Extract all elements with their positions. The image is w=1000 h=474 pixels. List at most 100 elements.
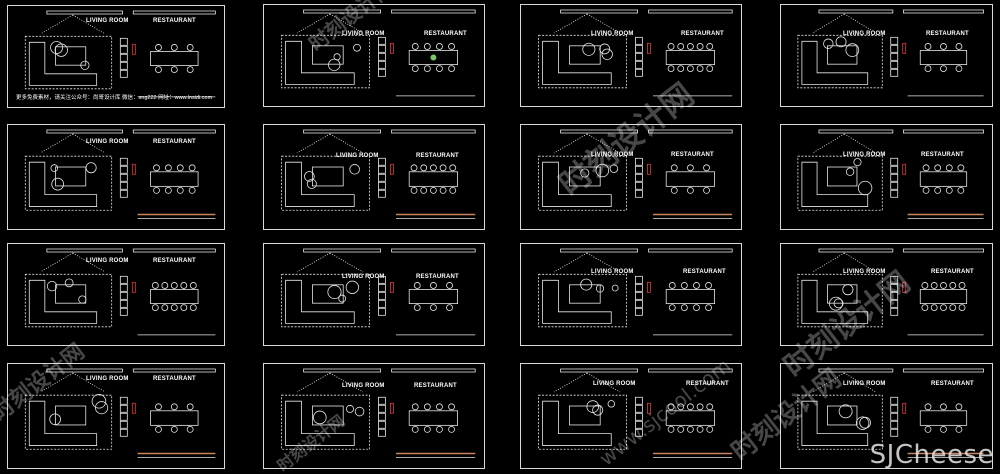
armchair — [327, 285, 342, 300]
cabinet-unit — [378, 396, 386, 405]
dining-chair — [706, 425, 714, 433]
coffee-table — [55, 405, 87, 426]
cabinet-unit — [378, 181, 386, 190]
armchair — [842, 284, 854, 296]
dining-chair — [429, 304, 437, 311]
armchair — [64, 278, 74, 288]
light-ray — [553, 133, 588, 154]
dining-chair — [705, 304, 712, 311]
light-ray — [553, 13, 588, 34]
light-ray — [72, 372, 106, 393]
dining-table — [665, 50, 715, 65]
cabinet-unit — [635, 189, 643, 198]
dining-chair — [693, 282, 700, 289]
dining-table — [919, 410, 968, 426]
armchair — [607, 400, 616, 408]
ceiling-track — [46, 248, 123, 253]
armchair — [338, 294, 347, 303]
cabinet-unit — [119, 404, 128, 413]
dining-chair — [161, 304, 169, 311]
floorplan-drawing — [538, 248, 733, 336]
armchair — [51, 177, 65, 191]
cabinet-unit — [890, 275, 899, 284]
ceiling-track — [560, 368, 638, 373]
dining-chair — [677, 425, 685, 433]
coffee-table — [312, 45, 344, 65]
dining-chair — [423, 425, 431, 433]
dining-chair — [940, 282, 947, 289]
light-ray — [72, 14, 106, 35]
dining-chair — [940, 43, 947, 50]
cabinet-unit — [119, 157, 128, 166]
accent-decor — [390, 402, 394, 414]
ceiling-track — [303, 248, 381, 253]
light-ray — [329, 133, 364, 154]
dining-chair — [667, 43, 675, 50]
dining-chair — [436, 403, 443, 411]
light-ray — [844, 372, 877, 393]
dining-chair — [677, 65, 685, 72]
dining-chair — [686, 425, 694, 433]
floorplan-drawing — [538, 9, 733, 97]
layout-panel-1: LIVING ROOM RESTAURANT 更多免费素材，请关注公众号：尚哥设… — [7, 5, 225, 108]
restaurant-label: RESTAURANT — [153, 376, 196, 382]
dining-chair — [439, 164, 447, 172]
coffee-table — [312, 166, 344, 187]
sofa — [801, 161, 869, 207]
living-room-label: LIVING ROOM — [591, 31, 634, 37]
living-room-label: LIVING ROOM — [843, 381, 886, 387]
living-area-outline — [538, 394, 628, 450]
cabinet-unit — [378, 291, 386, 300]
floorplan-drawing — [24, 248, 216, 336]
light-ray — [296, 13, 331, 34]
cabinet-unit — [119, 61, 128, 70]
sofa — [542, 400, 612, 446]
dining-chair — [958, 282, 966, 289]
cabinet-unit — [119, 412, 128, 421]
floorplan-drawing — [281, 129, 476, 219]
accent-decor — [647, 281, 651, 293]
accent-decor — [902, 163, 907, 175]
dining-chair — [696, 43, 704, 50]
dining-chair — [949, 304, 957, 311]
cabinet-unit — [119, 45, 128, 54]
dining-table — [408, 289, 458, 304]
cabinet-unit — [378, 404, 386, 413]
sofa — [801, 400, 869, 446]
cabinet-unit — [119, 283, 128, 292]
armchair — [595, 163, 610, 178]
sofa — [285, 279, 355, 324]
cabinet-unit — [635, 157, 643, 166]
armchair — [54, 43, 68, 57]
cabinet-unit — [378, 283, 386, 292]
cabinet-unit — [378, 428, 386, 437]
ceiling-track — [560, 129, 638, 134]
dining-chair — [922, 164, 930, 172]
dining-table — [150, 51, 199, 66]
dining-chair — [922, 186, 930, 194]
cabinet-unit — [890, 157, 899, 166]
layout-panel-10: LIVING ROOM RESTAURANT — [520, 124, 742, 230]
dining-chair — [668, 304, 676, 311]
dining-chair — [170, 66, 178, 73]
dining-chair — [680, 282, 688, 289]
dining-chair — [413, 304, 421, 311]
dining-table — [150, 289, 199, 304]
accent-decor — [390, 42, 394, 54]
dining-chair — [677, 403, 685, 411]
dining-chair — [155, 44, 162, 51]
cabinet-unit — [635, 291, 643, 300]
coffee-table — [827, 45, 858, 65]
layout-panel-12: LIVING ROOM RESTAURANT — [520, 363, 742, 469]
ceiling-track — [391, 129, 476, 134]
coffee-table — [55, 46, 87, 66]
coffee-table — [55, 166, 87, 187]
ceiling-track — [560, 248, 638, 253]
plant — [430, 54, 437, 61]
cabinet-unit — [119, 275, 128, 284]
cabinet-unit — [890, 36, 899, 45]
armchair — [50, 164, 59, 172]
dining-chair — [423, 403, 431, 411]
cabinet-unit — [119, 420, 128, 429]
